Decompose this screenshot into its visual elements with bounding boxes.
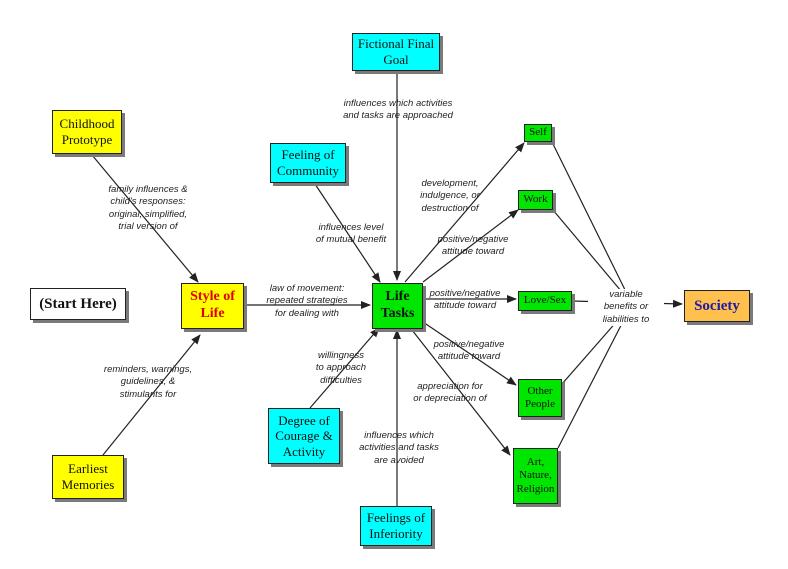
node-childhood-prototype: Childhood Prototype — [52, 110, 122, 154]
node-love-sex-label: Love/Sex — [523, 294, 567, 307]
node-life-tasks-label: Life Tasks — [380, 289, 415, 321]
connector-childhood-to-style — [91, 154, 199, 283]
connector-courage-to-lifetasks — [309, 327, 380, 409]
node-start-here-label: (Start Here) — [39, 296, 117, 312]
node-feelings-of-inferiority-label: Feelings of Inferiority — [366, 510, 426, 541]
edge-label-family-influences: family influences & child's responses: o… — [108, 184, 188, 233]
node-life-tasks: Life Tasks — [372, 283, 423, 329]
node-earliest-memories-label: Earliest Memories — [61, 461, 115, 492]
edge-label-appreciation: appreciation for or depreciation of — [413, 381, 487, 405]
node-degree-of-courage-label: Degree of Courage & Activity — [275, 412, 333, 459]
edge-label-influences-level: influences level of mutual benefit — [315, 222, 387, 246]
edge-label-attitude-other: positive/negative attitude toward — [433, 339, 505, 363]
node-art-nature-religion-label: Art, Nature, Religion — [516, 456, 555, 495]
edge-label-attitude-love: positive/negative attitude toward — [429, 288, 501, 312]
edge-label-law-of-movement: law of movement: repeated strategies for… — [266, 283, 348, 319]
node-degree-of-courage: Degree of Courage & Activity — [268, 408, 340, 464]
node-other-people: Other People — [518, 379, 562, 417]
node-feeling-of-community-label: Feeling of Community — [276, 147, 340, 178]
edge-label-attitude-work: positive/negative attitude toward — [437, 234, 509, 258]
node-art-nature-religion: Art, Nature, Religion — [513, 448, 558, 504]
node-other-people-label: Other People — [525, 384, 555, 410]
node-society-label: Society — [694, 298, 740, 314]
edge-label-variable-benefits: variable benefits or liabilities to — [588, 289, 664, 327]
node-style-of-life-label: Style of Life — [190, 289, 235, 321]
edge-label-influences-avoided: influences which activities and tasks ar… — [359, 430, 439, 466]
node-feelings-of-inferiority: Feelings of Inferiority — [360, 506, 432, 546]
node-self-label: Self — [529, 126, 547, 139]
edge-label-influences-activities: influences which activities and tasks ar… — [343, 98, 453, 122]
node-childhood-prototype-label: Childhood Prototype — [59, 116, 115, 147]
edge-label-reminders: reminders, warnings, guidelines, & stimu… — [103, 364, 193, 400]
connector-self-to-society — [551, 141, 633, 305]
node-earliest-memories: Earliest Memories — [52, 455, 124, 499]
connector-lifetasks-to-art — [411, 329, 511, 456]
node-work-label: Work — [523, 193, 548, 206]
node-work: Work — [518, 190, 553, 210]
edge-label-willingness: willingness to approach difficulties — [315, 350, 367, 386]
connector-work-to-society — [552, 209, 633, 305]
node-fictional-final-goal: Fictional Final Goal — [352, 33, 440, 71]
node-society: Society — [684, 290, 750, 322]
connector-community-to-lifetasks — [314, 183, 381, 283]
node-start-here: (Start Here) — [30, 288, 126, 320]
edge-label-development: development, indulgence, or destruction … — [420, 178, 480, 214]
node-love-sex: Love/Sex — [518, 291, 572, 311]
node-style-of-life: Style of Life — [181, 283, 244, 329]
connector-lifetasks-to-self — [404, 142, 525, 283]
connector-art-to-society — [557, 303, 633, 449]
connector-lifetasks-to-work — [422, 209, 519, 283]
node-feeling-of-community: Feeling of Community — [270, 143, 346, 183]
node-self: Self — [524, 124, 552, 142]
connector-lifetasks-to-other — [422, 321, 517, 386]
connector-memories-to-style — [102, 334, 201, 456]
node-fictional-final-goal-label: Fictional Final Goal — [357, 36, 435, 67]
